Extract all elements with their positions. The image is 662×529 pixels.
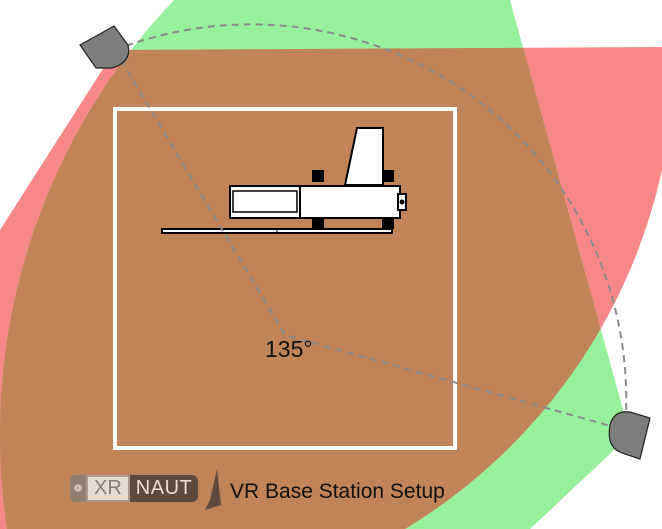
angle-lines [114,49,626,431]
rig-foot [382,170,394,182]
overlap-coverage-area [0,47,630,529]
rig-foot [312,170,324,182]
rig-frame-inner [232,190,298,213]
base-station-1-icon [79,25,130,69]
angle-label: 135° [265,336,313,362]
rig-foot [312,217,324,229]
logo-text-naut: NAUT [129,475,199,502]
angle-guides [114,23,628,431]
station-circle-arc [114,23,628,431]
ship-wheel-icon: ☸ [70,475,86,502]
logo-text-xr: XR [86,475,130,502]
xrnaut-logo: ☸ XR NAUT [70,475,199,502]
logo-sail-icon [205,469,221,510]
motion-simulator-rig [161,127,407,234]
base-station-2-icon [608,411,651,460]
diagram-title: VR Base Station Setup [230,480,445,503]
play-area-boundary [113,107,457,450]
rig-foot [382,217,394,229]
